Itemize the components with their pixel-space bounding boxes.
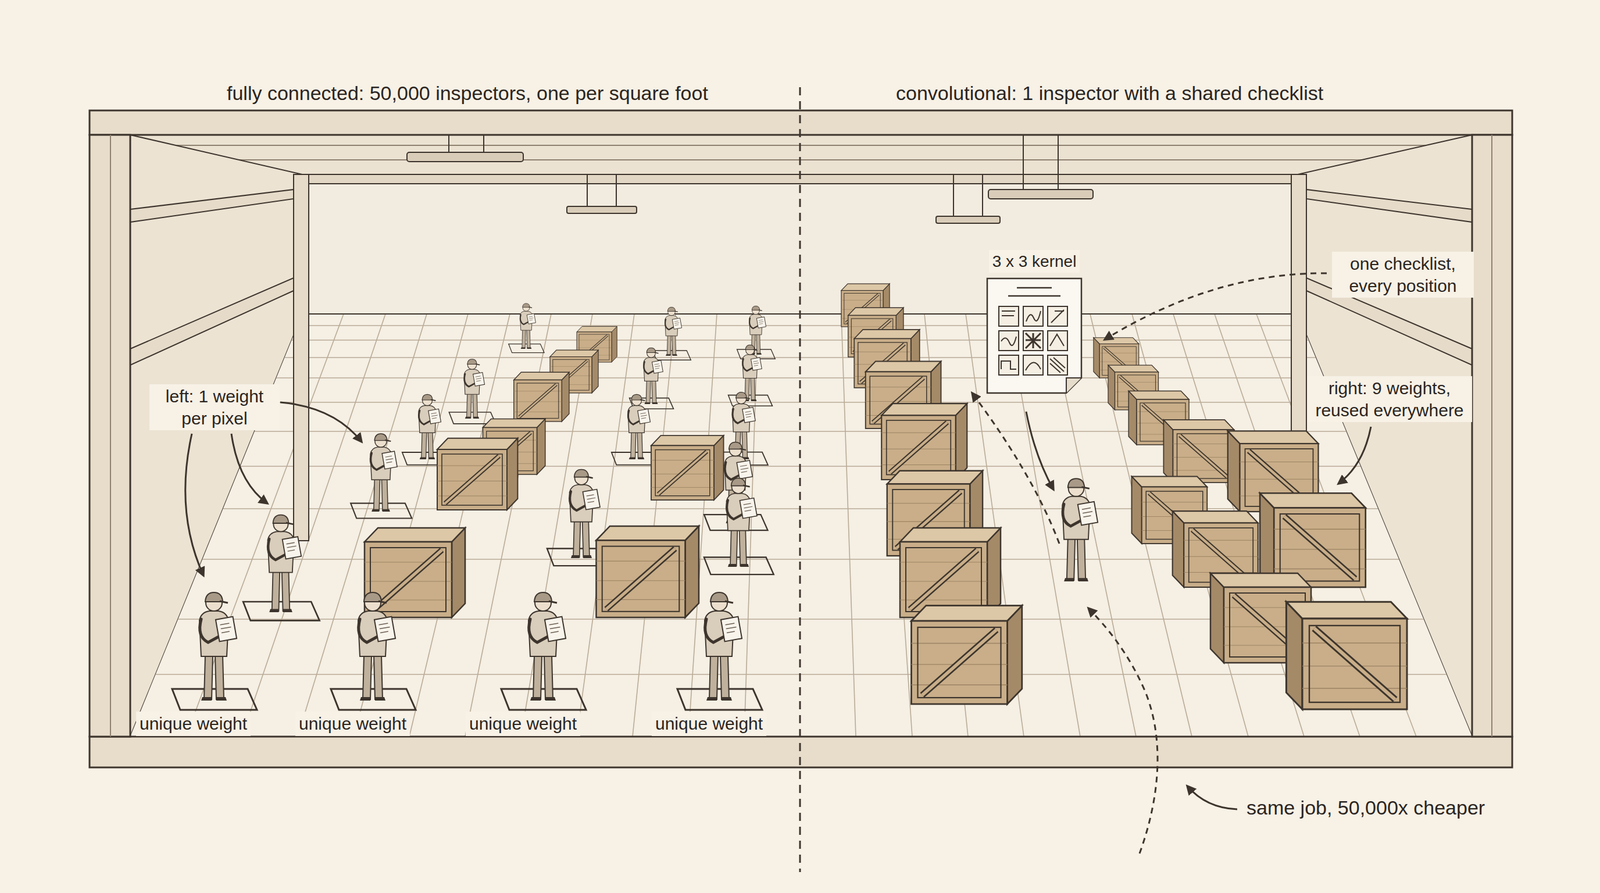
label-wrap: convolutional: 1 inspector with a shared… [892,79,1327,107]
inspector-figure [728,344,773,406]
right-floor-scene [841,283,1407,710]
inspector-figure [243,515,320,621]
panel-heading: fully connected: 50,000 inspectors, one … [223,79,712,107]
label-wrap: unique weight [651,711,767,737]
label-wrap: unique weight [465,711,581,737]
inspector-figure [737,305,776,359]
crate [513,372,570,422]
ceiling-lamps [406,134,1094,224]
crate [911,605,1023,705]
inspector-figure [1062,478,1098,582]
crate [437,438,518,510]
callout-label: right: 9 weights, reused everywhere [1306,376,1473,423]
panel-heading: convolutional: 1 inspector with a shared… [892,79,1327,107]
crate [596,526,699,618]
floor-label: unique weight [136,711,251,737]
left-floor-scene [172,303,775,710]
leader-lines [185,273,1371,854]
label-wrap: unique weight [295,711,410,737]
callout-label: left: 1 weight per pixel [149,384,280,431]
label-wrap: unique weight [136,711,251,737]
node-heading: 3 x 3 kernel [988,250,1081,273]
summary-note: same job, 50,000x cheaper [1243,794,1489,822]
inspector-figure [501,592,587,710]
inspector-figure [330,592,416,710]
checklist-sheet [984,276,1084,396]
callout-label: one checklist, every position [1331,251,1474,298]
crate [1286,601,1407,710]
inspector-figure [350,433,412,519]
inspector-figure [704,477,774,575]
label-wrap: same job, 50,000x cheaper [1243,794,1489,822]
checklist-node: 3 x 3 kernel [981,250,1087,396]
panel-divider [799,87,802,873]
floor-label: unique weight [295,711,410,737]
label-wrap: fully connected: 50,000 inspectors, one … [223,79,712,107]
floor-label: unique weight [465,711,581,737]
crate [1163,419,1234,483]
crate [881,403,967,480]
label-wrap: right: 9 weights, reused everywhere [1306,376,1473,423]
label-wrap: one checklist, every position [1331,251,1474,298]
crate [651,435,724,500]
label-wrap: left: 1 weight per pixel [149,384,280,431]
inspector-figure [508,303,545,353]
crate [900,527,1001,618]
inspector-figure [448,359,496,424]
floor-label: unique weight [651,711,767,737]
inspector-figure [172,592,257,710]
inspector-figure [677,592,763,710]
inspector-figure [652,306,692,360]
